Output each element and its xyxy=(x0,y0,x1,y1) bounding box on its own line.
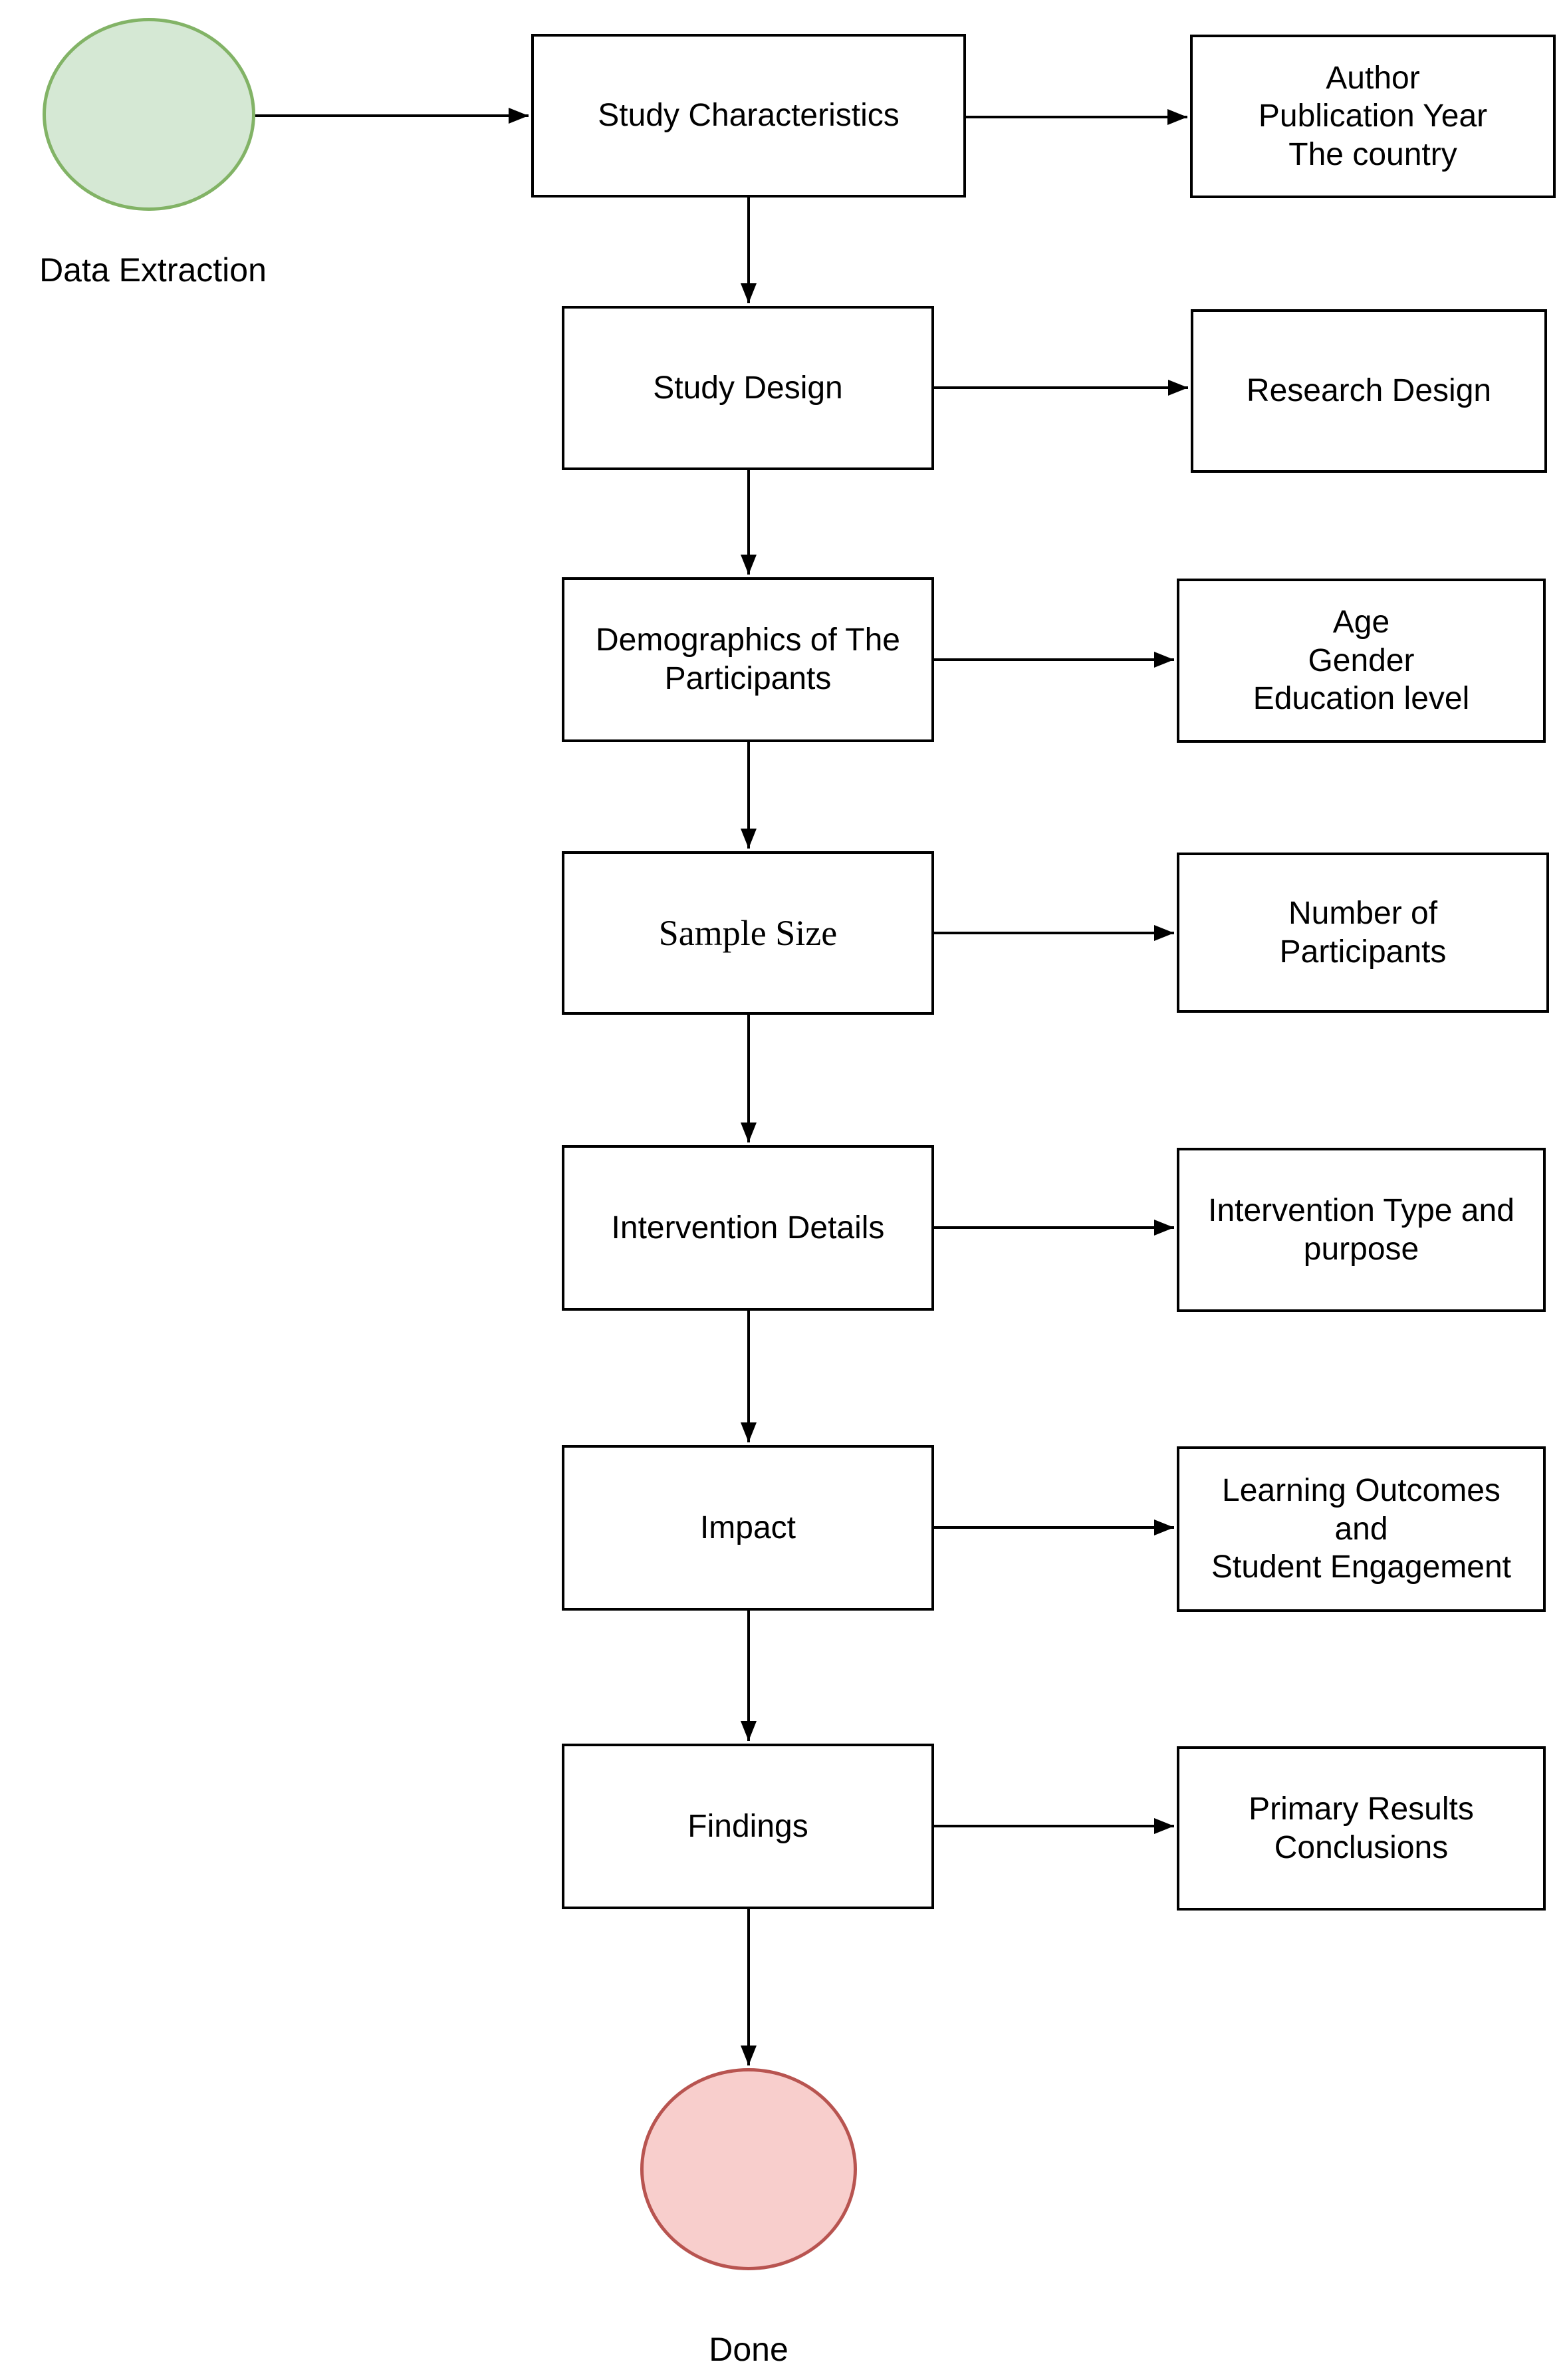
node-label: Age Gender Education level xyxy=(1253,604,1470,717)
node-label: Intervention Type and purpose xyxy=(1208,1192,1514,1267)
start-node-label: Data Extraction xyxy=(39,251,267,289)
node-study-design: Study Design xyxy=(562,306,934,470)
node-label: Intervention Details xyxy=(611,1210,885,1246)
node-learning-outcomes-engagement: Learning Outcomes and Student Engagement xyxy=(1177,1446,1546,1612)
node-author-publication-country: Author Publication Year The country xyxy=(1190,35,1556,198)
node-label: Learning Outcomes and Student Engagement xyxy=(1211,1473,1511,1585)
start-node xyxy=(43,18,255,211)
node-label: Primary Results Conclusions xyxy=(1249,1791,1474,1865)
node-label: Research Design xyxy=(1246,373,1492,409)
node-number-of-participants: Number of Participants xyxy=(1177,853,1549,1013)
node-intervention-type-purpose: Intervention Type and purpose xyxy=(1177,1148,1546,1312)
node-primary-results-conclusions: Primary Results Conclusions xyxy=(1177,1746,1546,1911)
end-node-label: Done xyxy=(709,2331,788,2368)
node-label: Findings xyxy=(687,1808,808,1844)
node-intervention-details: Intervention Details xyxy=(562,1145,934,1311)
node-sample-size: Sample Size xyxy=(562,851,934,1015)
node-study-characteristics: Study Characteristics xyxy=(531,34,966,198)
end-node xyxy=(640,2068,857,2270)
node-label: Number of Participants xyxy=(1279,895,1447,970)
node-findings: Findings xyxy=(562,1744,934,1909)
node-label: Impact xyxy=(699,1510,796,1545)
node-age-gender-education: Age Gender Education level xyxy=(1177,579,1546,743)
node-demographics-of-participants: Demographics of The Participants xyxy=(562,577,934,742)
node-label: Study Characteristics xyxy=(598,98,900,134)
node-label: Author Publication Year The country xyxy=(1258,60,1488,172)
node-research-design: Research Design xyxy=(1191,309,1547,473)
node-label: Demographics of The Participants xyxy=(595,622,900,696)
node-impact: Impact xyxy=(562,1445,934,1611)
node-label: Study Design xyxy=(653,370,843,406)
node-label: Sample Size xyxy=(658,912,838,953)
